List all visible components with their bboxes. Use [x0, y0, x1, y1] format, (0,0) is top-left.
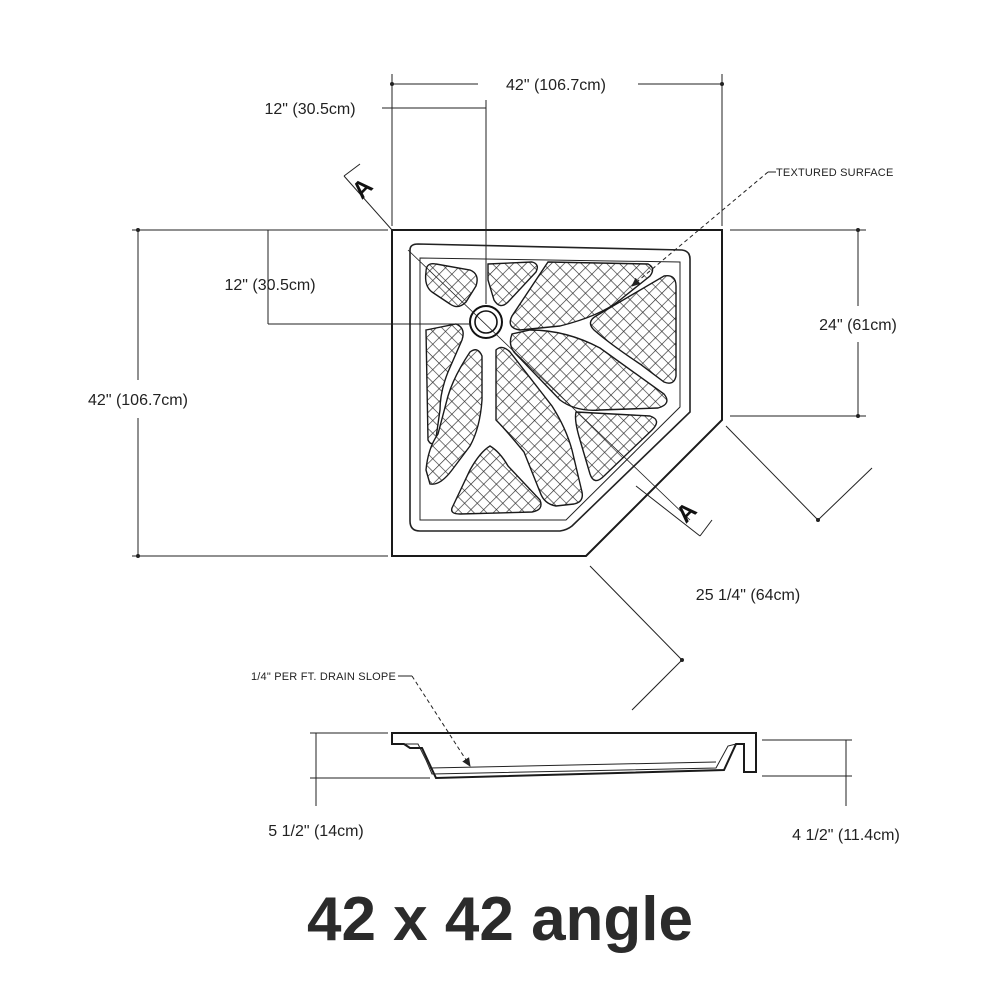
dim-drain-offset-y: 12" (30.5cm) — [224, 277, 315, 294]
plan-view — [391, 229, 723, 557]
section-view — [310, 675, 852, 806]
dim-top-width: 42" (106.7cm) — [506, 77, 606, 94]
dimension-lines — [132, 74, 873, 711]
note-textured-surface: TEXTURED SURFACE — [776, 167, 894, 179]
drain-ring-inner — [474, 310, 498, 334]
note-drain-slope: 1/4" PER FT. DRAIN SLOPE — [251, 671, 396, 683]
dim-depth-left: 5 1/2" (14cm) — [268, 823, 364, 840]
textured-panels — [424, 261, 677, 515]
section-marker-bottom: A — [671, 497, 702, 528]
dim-depth-right: 4 1/2" (11.4cm) — [792, 827, 900, 844]
dim-angle-side: 25 1/4" (64cm) — [696, 587, 800, 604]
dim-drain-offset-x: 12" (30.5cm) — [264, 101, 355, 118]
product-caption: 42 x 42 angle — [306, 885, 694, 954]
dim-right-height: 24" (61cm) — [819, 317, 897, 334]
dim-left-height: 42" (106.7cm) — [88, 392, 188, 409]
section-marker-top: A — [347, 173, 378, 204]
base-rim — [409, 243, 691, 532]
base-outline — [391, 229, 723, 557]
